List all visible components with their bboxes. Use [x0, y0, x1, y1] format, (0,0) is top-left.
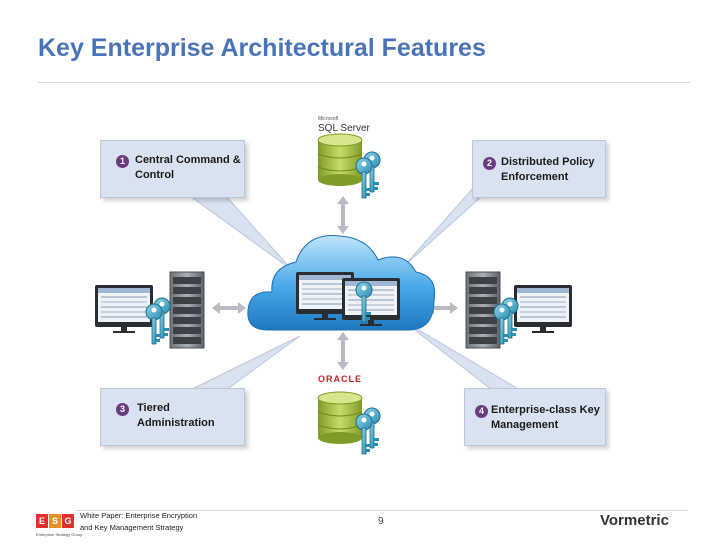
callout-label: Central Command & Control	[135, 154, 241, 181]
left-server-icon	[95, 271, 205, 349]
callout-2-pointer	[403, 176, 483, 267]
arrow-left	[212, 302, 246, 314]
esg-logo: E S G Enterprise Strategy Group	[36, 514, 82, 540]
number-badge-4: 4	[475, 405, 488, 418]
oracle-logo: ORACLE	[318, 374, 362, 384]
footer-divider	[76, 510, 688, 511]
number-badge-3: 3	[116, 403, 129, 416]
footer-line-2: and Key Management Strategy	[80, 523, 184, 532]
vormetric-logo-text: Vormetric	[600, 512, 669, 529]
esg-tagline: Enterprise Strategy Group	[36, 532, 83, 537]
sql-server-logo: Microsoft SQL Server	[312, 104, 382, 140]
callout-tiered-administration: 3 Tiered Administration	[100, 388, 245, 446]
number-badge-1: 1	[116, 155, 129, 168]
arrow-bottom	[337, 332, 349, 370]
right-server-icon	[465, 271, 572, 349]
cloud-icon	[247, 235, 436, 331]
callout-3-pointer	[189, 335, 301, 391]
sql-server-logo-small-text: Microsoft	[318, 116, 339, 122]
esg-letter-g: G	[62, 514, 74, 528]
sql-server-logo-text: SQL Server	[318, 123, 370, 134]
number-badge-2: 2	[483, 157, 496, 170]
vormetric-logo: Vormetric	[600, 512, 669, 529]
callout-label: Enterprise-class Key Management	[491, 404, 600, 431]
callout-central-command: 1 Central Command & Control	[100, 140, 245, 198]
footer-caption: White Paper: Enterprise Encryption and K…	[80, 510, 197, 534]
page-number: 9	[378, 516, 384, 527]
esg-letter-e: E	[36, 514, 48, 528]
sql-server-database-icon	[317, 133, 381, 199]
arrow-top	[337, 196, 349, 234]
footer-line-1: White Paper: Enterprise Encryption	[80, 511, 198, 520]
callout-label: Distributed Policy Enforcement	[501, 156, 595, 183]
esg-letter-s: S	[49, 514, 61, 528]
callout-distributed-policy: 2 Distributed Policy Enforcement	[472, 140, 606, 198]
callout-label: Tiered Administration	[137, 402, 215, 429]
page-title: Key Enterprise Architectural Features	[38, 34, 486, 62]
callout-1-pointer	[188, 195, 293, 271]
oracle-database-icon	[317, 391, 381, 455]
title-divider	[38, 82, 690, 83]
callout-key-management: 4 Enterprise-class Key Management	[464, 388, 606, 446]
